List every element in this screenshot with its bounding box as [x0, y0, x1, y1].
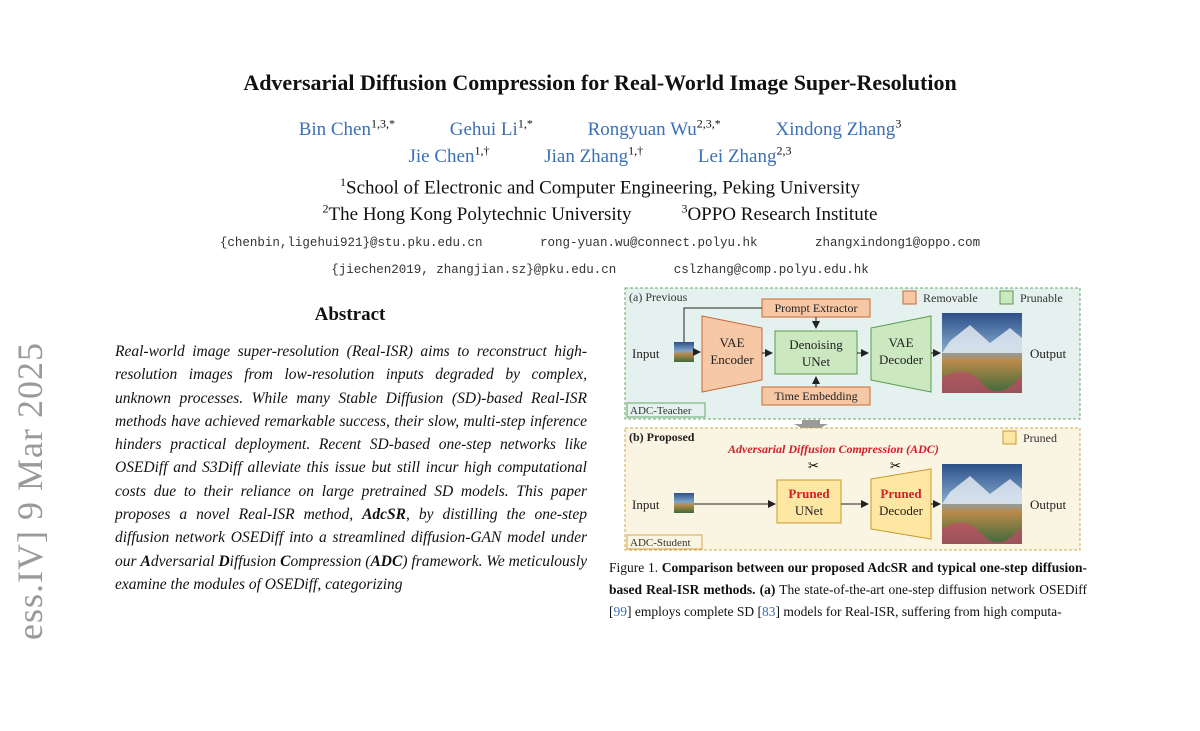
panel-a-label: (a) Previous [629, 290, 688, 304]
output-label-a: Output [1030, 346, 1067, 361]
emails-row-1: {chenbin,ligehui921}@stu.pku.edu.cn rong… [0, 236, 1200, 250]
pruned-unet-label-2: UNet [795, 503, 824, 518]
citation-link[interactable]: 99 [613, 604, 628, 619]
figure-caption: Figure 1. Comparison between our propose… [609, 560, 1088, 619]
author[interactable]: Lei Zhang2,3 [697, 144, 792, 168]
panel-a-tag: ADC-Teacher [630, 405, 692, 417]
time-embedding-label: Time Embedding [774, 389, 857, 403]
input-thumb-a [674, 342, 694, 362]
denoising-unet-label-1: Denoising [789, 337, 843, 352]
affiliation-1: 1School of Electronic and Computer Engin… [340, 175, 860, 199]
vae-encoder-block [701, 315, 763, 393]
panel-b-tag: ADC-Student [630, 537, 691, 549]
paper-title: Adversarial Diffusion Compression for Re… [243, 70, 957, 95]
denoising-unet-label-2: UNet [802, 354, 831, 369]
author[interactable]: Rongyuan Wu2,3,* [587, 117, 721, 141]
vae-decoder-label-2: Decoder [879, 352, 924, 367]
authors-row-1: Bin Chen1,3,* Gehui Li1,* Rongyuan Wu2,3… [0, 117, 1200, 141]
abstract-heading: Abstract [314, 304, 386, 325]
pruned-unet-block [776, 479, 842, 524]
scissors-icon: ✂ [890, 458, 901, 473]
input-label-b: Input [632, 497, 660, 512]
input-thumb-b [674, 493, 694, 513]
pruned-decoder-label-1: Pruned [880, 486, 922, 501]
panel-b-label: (b) Proposed [629, 430, 695, 444]
emails-row-2: {jiechen2019, zhangjian.sz}@pku.edu.cn c… [0, 263, 1200, 277]
prompt-extractor-label: Prompt Extractor [775, 301, 858, 315]
vae-encoder-label-2: Encoder [710, 352, 754, 367]
abstract-text: Real-world image super-resolution (Real-… [115, 343, 588, 593]
email[interactable]: zhangxindong1@oppo.com [815, 236, 981, 250]
author[interactable]: Xindong Zhang3 [775, 117, 902, 141]
pruned-decoder-block [870, 468, 932, 540]
legend-prunable: Prunable [1020, 291, 1063, 305]
vae-decoder-block [870, 315, 932, 393]
legend-removable: Removable [923, 291, 978, 305]
input-label-a: Input [632, 346, 660, 361]
legend-pruned: Pruned [1023, 431, 1057, 445]
panel-b-title: Adversarial Diffusion Compression (ADC) [727, 442, 939, 456]
author[interactable]: Jian Zhang1,† [544, 144, 644, 168]
email[interactable]: rong-yuan.wu@connect.polyu.hk [539, 236, 758, 250]
figure-1: (a) Previous Removable Prunable Prompt E… [624, 287, 1081, 551]
pruned-decoder-label-2: Decoder [879, 503, 924, 518]
email[interactable]: cslzhang@comp.polyu.edu.hk [673, 263, 869, 277]
output-label-b: Output [1030, 497, 1067, 512]
citation-link[interactable]: 83 [761, 604, 776, 619]
scissors-icon: ✂ [808, 458, 819, 473]
vae-encoder-label-1: VAE [719, 335, 744, 350]
email[interactable]: {chenbin,ligehui921}@stu.pku.edu.cn [219, 236, 483, 250]
down-arrow-icon [794, 420, 828, 433]
authors-row-2: Jie Chen1,† Jian Zhang1,† Lei Zhang2,3 [0, 144, 1200, 168]
author[interactable]: Gehui Li1,* [449, 117, 533, 141]
author[interactable]: Bin Chen1,3,* [298, 117, 395, 141]
denoising-unet-block [774, 330, 858, 375]
arxiv-stamp: ess.IV] 9 Mar 2025 [10, 342, 50, 640]
email[interactable]: {jiechen2019, zhangjian.sz}@pku.edu.cn [331, 263, 617, 277]
author[interactable]: Jie Chen1,† [408, 144, 490, 168]
vae-decoder-label-1: VAE [888, 335, 913, 350]
pruned-unet-label-1: Pruned [788, 486, 830, 501]
